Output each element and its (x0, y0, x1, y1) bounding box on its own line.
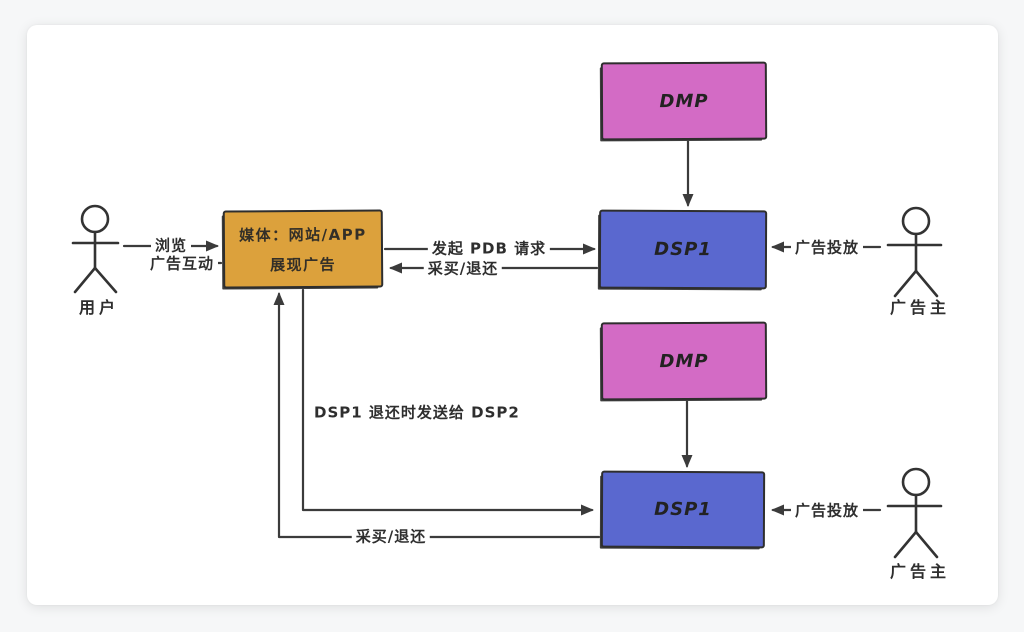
edge-label-ad-serving-top: 广告投放 (790, 236, 864, 258)
node-dmp-top: DMP (600, 61, 768, 141)
edge-label-ad-serving-bottom: 广告投放 (790, 499, 864, 521)
arrow-dsp1-return-to-dsp2 (301, 288, 594, 516)
node-dsp-top: DSP1 (598, 209, 768, 290)
node-media-label-line1: 媒体：网站/APP (239, 225, 367, 244)
edge-label-browse: 浏览 (150, 234, 192, 256)
actor-label-advertiser-top: 广告主 (889, 298, 951, 317)
node-dsp-bottom: DSP1 (600, 470, 766, 549)
node-dsp-bottom-label: DSP1 (654, 498, 712, 521)
edge-label-dsp1-return-to-dsp2: DSP1 退还时发送给 DSP2 (310, 401, 524, 423)
edge-label-buy-return-top: 采买/退还 (423, 257, 503, 279)
user-figure (71, 204, 120, 294)
node-media: 媒体：网站/APP 展现广告 (222, 209, 384, 289)
edge-label-buy-return-bottom: 采买/退还 (351, 525, 431, 547)
arrow-buy-return-bottom (273, 292, 601, 539)
actor-label-advertiser-bottom: 广告主 (889, 562, 951, 581)
node-dmp-bottom-label: DMP (659, 350, 709, 372)
actor-label-user: 用户 (78, 298, 120, 317)
edge-label-pdb-request: 发起 PDB 请求 (427, 237, 551, 259)
node-dsp-top-label: DSP1 (654, 238, 712, 261)
node-dmp-top-label: DMP (659, 90, 709, 112)
advertiser-bottom-figure (886, 467, 943, 559)
advertiser-top-figure (886, 206, 943, 298)
node-media-label-line2: 展现广告 (270, 255, 337, 274)
edge-label-ad-interaction: 广告互动 (145, 252, 219, 274)
node-dmp-bottom: DMP (600, 321, 768, 401)
